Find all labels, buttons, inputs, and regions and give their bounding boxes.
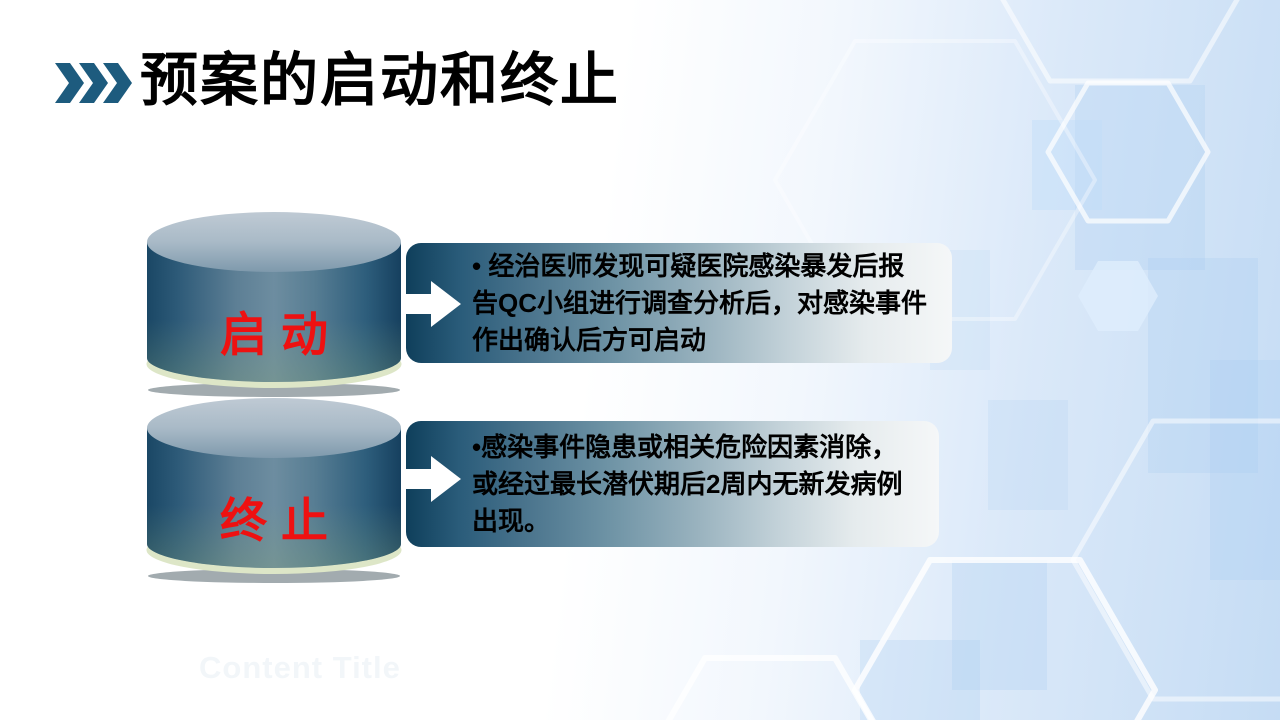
arrow-right-icon — [404, 456, 461, 502]
callout-text-start: • 经治医师发现可疑医院感染暴发后报告QC小组进行调查分析后，对感染事件作出确认… — [472, 250, 928, 355]
triple-chevron-icon — [55, 63, 132, 103]
cylinder-end: 终止 — [145, 394, 403, 586]
cylinder-shape-end — [146, 398, 402, 583]
callout-box-start: • 经治医师发现可疑医院感染暴发后报告QC小组进行调查分析后，对感染事件作出确认… — [406, 243, 952, 363]
cylinder-shape-start — [146, 212, 402, 397]
callout-text-end: •感染事件隐患或相关危险因素消除，或经过最长潜伏期后2周内无新发病例出现。 — [472, 431, 903, 536]
slide-header: 预案的启动和终止 — [0, 0, 1280, 140]
arrow-right-icon — [404, 281, 461, 327]
cylinder-label-end: 终止 — [220, 496, 342, 548]
callout-box-end: •感染事件隐患或相关危险因素消除，或经过最长潜伏期后2周内无新发病例出现。 — [406, 421, 939, 547]
watermark-text: Content Title — [199, 650, 401, 685]
cylinder-label-start: 启动 — [220, 310, 342, 362]
page-title: 预案的启动和终止 — [140, 48, 621, 113]
cylinder-start: 启动 — [145, 208, 403, 400]
